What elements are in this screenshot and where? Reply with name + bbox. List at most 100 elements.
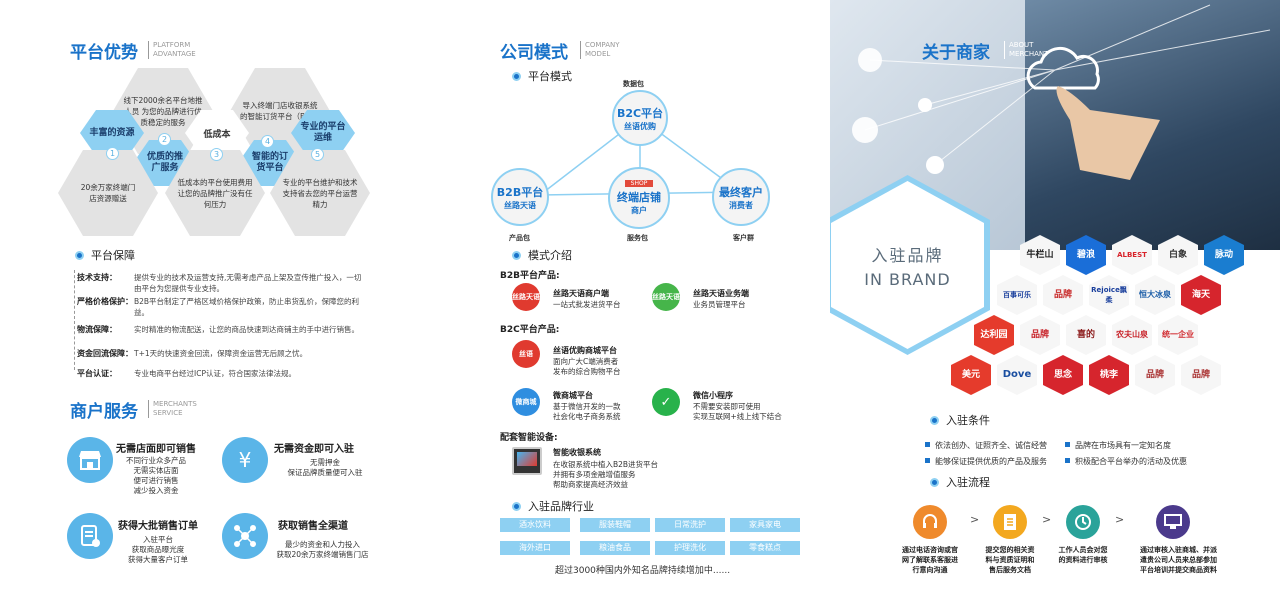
- device-title: 智能收银系统: [553, 448, 601, 457]
- platform-adv-title: 平台优势: [70, 43, 138, 63]
- document-icon: [993, 505, 1027, 539]
- process-title: 入驻流程: [930, 474, 990, 490]
- b2c-product-2-title: 微商城平台: [553, 391, 593, 400]
- b2b-product-2-desc: 业务员管理平台: [693, 300, 746, 309]
- hex-number-3: 3: [210, 148, 223, 161]
- process-step-3: 工作人员会对您 的资料进行审核: [1048, 545, 1118, 565]
- company-model-en-2: MODEL: [585, 50, 611, 58]
- condition-text: 积极配合平台举办的活动及优惠: [1075, 457, 1187, 466]
- bullet-icon: [512, 502, 521, 511]
- merchant-service-en-2: SERVICE: [153, 409, 183, 417]
- platform-model-title: 平台模式: [512, 68, 572, 84]
- industry-tag: 服装鞋帽: [580, 518, 650, 532]
- condition-item: 能够保证提供优质的产品及服务: [925, 456, 1047, 467]
- guarantee-label: 资金回流保障：: [77, 349, 133, 358]
- conditions-title: 入驻条件: [930, 412, 990, 428]
- about-title: 关于商家: [922, 43, 990, 63]
- node-b2b-line1: B2B平台: [496, 185, 544, 199]
- node-shop: SHOP 终端店铺 商户: [608, 167, 670, 229]
- in-brand-hex: 入驻品牌 IN BRAND: [831, 181, 984, 349]
- service-desc-line: 最少的资金和人力投入: [285, 540, 360, 549]
- panel-company-model: 公司模式 COMPANY MODEL 平台模式 数据包 B2C平台 丝语优购 B…: [420, 0, 830, 613]
- service-title-2: 无需资金即可入驻: [274, 444, 354, 455]
- condition-text: 品牌在市场具有一定知名度: [1075, 441, 1171, 450]
- bullet-icon: [512, 72, 521, 81]
- process-step-line: 平台培训并提交商品资料: [1140, 566, 1217, 574]
- bullet-icon: [930, 478, 939, 487]
- brand-industry-text: 入驻品牌行业: [528, 500, 594, 513]
- industry-tag: 日常洗护: [655, 518, 725, 532]
- guarantee-item: 平台认证：专业电商平台经过ICP认证，符合国家法律法规。: [77, 368, 377, 388]
- about-en: ABOUT MERCHANT: [1004, 41, 1048, 59]
- brand-footer-note: 超过3000种国内外知名品牌持续增加中......: [555, 566, 731, 576]
- monitor-icon: [1156, 505, 1190, 539]
- conditions-text: 入驻条件: [946, 414, 990, 427]
- industry-tag: 护理洗化: [655, 541, 725, 555]
- industry-tag: 家具家电: [730, 518, 800, 532]
- brand-logo: 品牌: [1043, 275, 1083, 315]
- guarantee-text: 提供专业的技术及运营支持,无需考虑产品上架及宣传推广投入，一切由平台为您提供专业…: [134, 273, 362, 293]
- service-desc-4: 最少的资金和人力投入 获取20余万家终端销售门店: [270, 540, 375, 560]
- mini-program-icon: ✓: [652, 388, 680, 416]
- service-title-1: 无需店面即可销售: [116, 444, 196, 455]
- guarantee-text: B2B平台制定了严格区域价格保护政策，防止串货乱价，保障您的利益。: [134, 297, 360, 317]
- brand-logo: 喜的: [1066, 315, 1106, 355]
- b2b-products-label: B2B平台产品:: [500, 271, 560, 281]
- condition-text: 依法创办、证照齐全、诚信经营: [935, 441, 1047, 450]
- guarantee-text: 专业电商平台经过ICP认证，符合国家法律法规。: [134, 369, 296, 378]
- guarantee-item: 严格价格保护：B2B平台制定了严格区域价格保护政策，防止串货乱价，保障您的利益。: [77, 296, 377, 324]
- merchant-service-title: 商户服务: [70, 402, 138, 422]
- guarantee-text: 实时精准的物流配送，让您的商品快速到达商铺主的手中进行销售。: [134, 325, 359, 334]
- bullet-icon: [512, 251, 521, 260]
- brand-logo: 农夫山泉: [1112, 315, 1152, 355]
- node-b2b-line2: 丝路天语: [504, 200, 536, 210]
- shop-icon: [67, 437, 113, 483]
- guarantee-item: 资金回流保障：T+1天的快速资金回流，保障资金运营无后顾之忧。: [77, 348, 377, 368]
- brand-logo: 品牌: [1135, 355, 1175, 395]
- process-step-4: 通过审核入驻商城、并派 遣贵公司人员来总部参加 平台培训并提交商品资料: [1126, 545, 1231, 575]
- service-title-4: 获取销售全渠道: [278, 521, 348, 532]
- bullet-icon: [75, 251, 84, 260]
- guarantee-label: 物流保障：: [77, 325, 117, 334]
- brand-logo: 统一企业: [1158, 315, 1198, 355]
- brand-logo: 美元: [951, 355, 991, 395]
- product-desc-line: 发布的综合购物平台: [553, 367, 621, 376]
- panel-about: 关于商家 ABOUT MERCHANT 入驻品牌 IN BRAND 牛栏山 碧浪…: [830, 0, 1280, 613]
- node-b2c-line2: 丝语优购: [624, 121, 656, 131]
- condition-item: 依法创办、证照齐全、诚信经营: [925, 440, 1047, 451]
- node-shop-line2: 商户: [631, 206, 647, 215]
- service-desc-line: 无需押金: [310, 458, 340, 467]
- condition-text: 能够保证提供优质的产品及服务: [935, 457, 1047, 466]
- square-bullet-icon: [925, 458, 930, 463]
- node-shop-line1: 终端店铺: [617, 191, 661, 204]
- product-desc-line: 基于微信开发的一款: [553, 402, 621, 411]
- process-step-line: 行意向沟通: [912, 566, 948, 574]
- service-desc-line: 获取20余万家终端销售门店: [276, 550, 369, 559]
- in-brand-en: IN BRAND: [864, 269, 951, 289]
- siyu-mall-icon: 丝语: [512, 340, 540, 368]
- b2c-product-3-title: 微信小程序: [693, 391, 733, 400]
- industry-tag: 酒水饮料: [500, 518, 570, 532]
- guarantee-label: 技术支持：: [77, 273, 117, 282]
- node-b2c: B2C平台 丝语优购: [612, 90, 668, 146]
- guarantee-item: 物流保障： 实时精准的物流配送，让您的商品快速到达商铺主的手中进行销售。: [77, 324, 377, 348]
- guarantee-divider: [74, 270, 75, 370]
- process-step-line: 售后服务文档: [989, 566, 1031, 574]
- merchant-service-en: MERCHANTS SERVICE: [148, 400, 197, 418]
- headset-icon: [913, 505, 947, 539]
- bullet-icon: [930, 416, 939, 425]
- device-desc: 在收银系统中植入B2B进货平台 并拥有多项金融增值服务 帮助商家提高经济效益: [553, 460, 658, 490]
- about-en-2: MERCHANT: [1009, 50, 1049, 58]
- platform-model-text: 平台模式: [528, 70, 572, 83]
- square-bullet-icon: [1065, 458, 1070, 463]
- brand-logo: 品牌: [1020, 315, 1060, 355]
- guarantee-list: 技术支持： 提供专业的技术及运营支持,无需考虑产品上架及宣传推广投入，一切由平台为…: [77, 272, 377, 388]
- network-icon: [222, 513, 268, 559]
- brand-logo: 思念: [1043, 355, 1083, 395]
- pos-screen: [517, 452, 537, 466]
- guarantee-item: 技术支持： 提供专业的技术及运营支持,无需考虑产品上架及宣传推广投入，一切由平台为…: [77, 272, 377, 294]
- order-form-icon: [67, 513, 113, 559]
- node-consumer: 最终客户 消费者: [712, 168, 770, 226]
- process-step-1: 通过电话咨询或官 网了解联系客服进 行意向沟通: [895, 545, 965, 575]
- device-desc-line: 帮助商家提高经济效益: [553, 480, 628, 489]
